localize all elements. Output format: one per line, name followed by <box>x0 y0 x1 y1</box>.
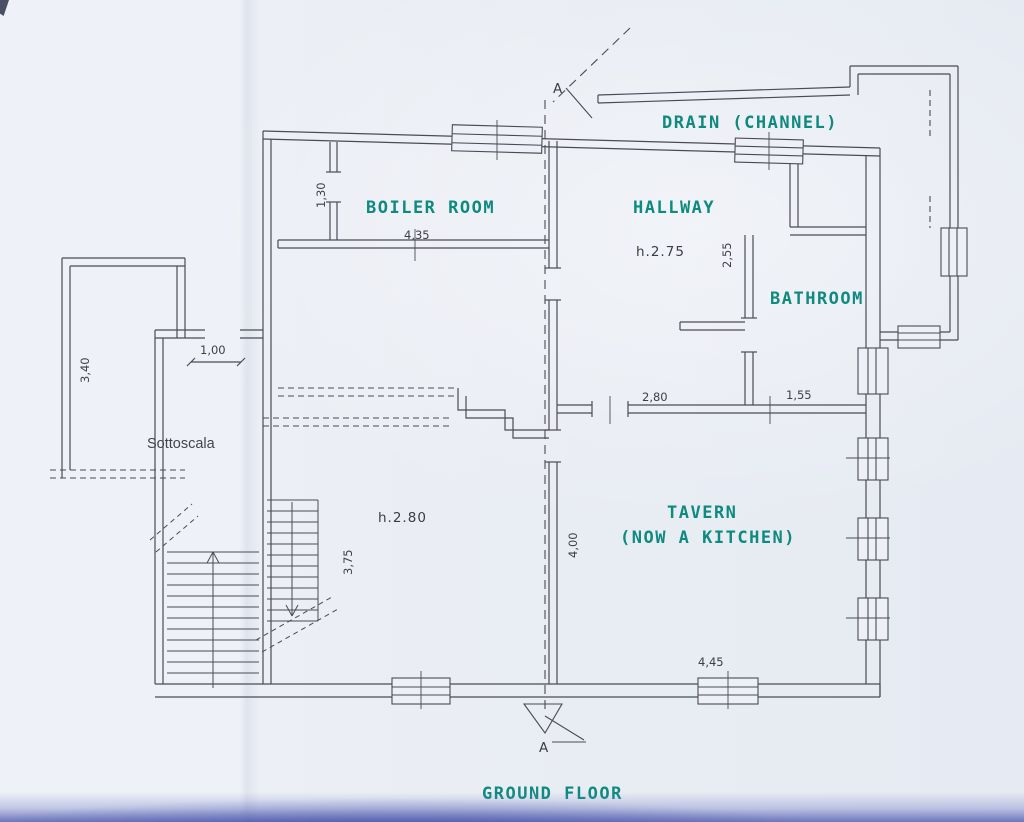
dim-tavern-width: 4,45 <box>698 655 724 669</box>
scan-corner-speck <box>0 0 9 16</box>
terrace-dashed-edge <box>50 469 185 479</box>
room-label-hallway: HALLWAY <box>633 198 716 218</box>
windows <box>391 124 968 705</box>
dim-stair-run: 3,75 <box>341 549 355 575</box>
room-label-sottoscala: Sottoscala <box>147 436 215 452</box>
corridor-walls <box>154 329 263 684</box>
room-label-tavern: TAVERN <box>667 503 738 523</box>
ceiling-height-left-room: h.2.80 <box>378 510 427 526</box>
dim-hallway-right: 2,55 <box>720 242 734 268</box>
room-label-boiler-room: BOILER ROOM <box>366 198 496 218</box>
stair-break-lines <box>149 503 339 653</box>
dim-boiler-strip: 1,30 <box>314 182 328 208</box>
terrace-walls <box>61 257 186 478</box>
outer-walls <box>155 130 881 698</box>
dim-terrace-length: 3,40 <box>78 357 92 383</box>
ceiling-height-hallway: h.2.75 <box>636 244 685 260</box>
section-marker-bottom: A <box>539 740 549 756</box>
corridor-stairs <box>167 551 259 688</box>
dim-hallway-width: 2,80 <box>642 390 668 404</box>
dim-corridor-width: 1,00 <box>200 343 226 357</box>
centerline-ticks <box>414 120 890 709</box>
inner-stairs <box>267 499 319 622</box>
section-marker-top: A <box>553 81 563 97</box>
page-title: GROUND FLOOR <box>482 784 623 804</box>
dim-tavern-depth: 4,00 <box>566 532 580 558</box>
room-label-tavern-note: (NOW A KITCHEN) <box>620 528 797 548</box>
room-label-drain-channel: DRAIN (CHANNEL) <box>662 113 839 133</box>
room-label-bathroom: BATHROOM <box>770 289 864 309</box>
section-line <box>522 27 631 743</box>
dim-boiler-width: 4,35 <box>404 228 430 242</box>
drain-channel-walls <box>597 65 959 341</box>
internal-walls <box>277 141 866 684</box>
demolished-walls-dashed <box>263 90 931 427</box>
dim-bathroom-width: 1,55 <box>786 388 812 402</box>
